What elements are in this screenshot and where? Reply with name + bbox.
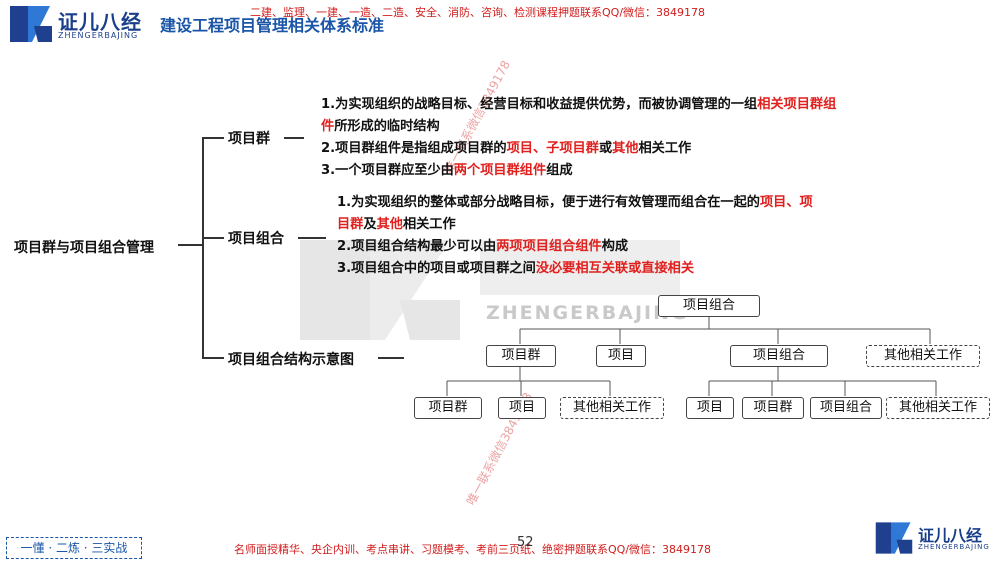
page-title: 建设工程项目管理相关体系标准: [160, 16, 385, 35]
diagram-node: 项目群: [414, 397, 482, 419]
connector-line: [284, 137, 304, 139]
mindmap-root: 项目群与项目组合管理: [14, 240, 154, 256]
diagram-node: 项目组合: [810, 397, 882, 419]
page-number: 52: [517, 535, 534, 550]
watermark-text: ZHENGERBAJING: [486, 302, 689, 324]
brand-logo-icon: [10, 6, 52, 42]
promo-banner: 二建、监理、一建、一造、二造、安全、消防、咨询、检测课程押题联系QQ/微信：38…: [250, 6, 706, 19]
connector-line: [378, 357, 404, 359]
brand-name-en: ZHENGERBAJING: [58, 31, 139, 40]
connector-line: [202, 137, 204, 357]
diagram-node-dashed: 其他相关工作: [560, 397, 664, 419]
watermark-logo-icon: [300, 240, 680, 340]
branch-label-structure-diagram: 项目组合结构示意图: [228, 352, 354, 368]
diagram-node: 项目: [498, 397, 546, 419]
branch-description: 1.为实现组织的战略目标、经营目标和收益提供优势，而被协调管理的一组相关项目群组…: [321, 97, 837, 178]
connector-line: [202, 237, 224, 239]
footer-brand-name-en: ZHENGERBAJING: [918, 543, 990, 551]
footer-promo: 名师面授精华、央企内训、考点串讲、习题模考、考前三页纸、绝密押题联系QQ/微信：…: [234, 543, 712, 556]
footer-logo-icon: [875, 522, 913, 554]
branch-label-project-group: 项目群: [228, 131, 270, 147]
diagram-node: 项目群: [742, 397, 804, 419]
connector-line: [202, 137, 224, 139]
connector-line: [298, 237, 326, 239]
brand-name: 证儿八经: [58, 10, 142, 34]
branch-label-portfolio: 项目组合: [228, 231, 284, 247]
diagram-root-portfolio: 项目组合: [658, 295, 760, 317]
diagram-node: 项目组合: [730, 345, 828, 367]
diagram-node-dashed: 其他相关工作: [866, 345, 980, 367]
diagram-node: 项目: [596, 345, 646, 367]
diagram-node: 项目群: [486, 345, 556, 367]
footer-slogan: 一懂 · 二炼 · 三实战: [6, 537, 142, 559]
diagram-node: 项目: [686, 397, 734, 419]
connector-line: [202, 357, 224, 359]
footer-brand-name: 证儿八经: [918, 526, 983, 545]
connector-line: [178, 244, 202, 246]
branch-description: 1.为实现组织的整体或部分战略目标，便于进行有效管理而组合在一起的项目、项 目群…: [337, 195, 813, 276]
diagram-node-dashed: 其他相关工作: [886, 397, 990, 419]
